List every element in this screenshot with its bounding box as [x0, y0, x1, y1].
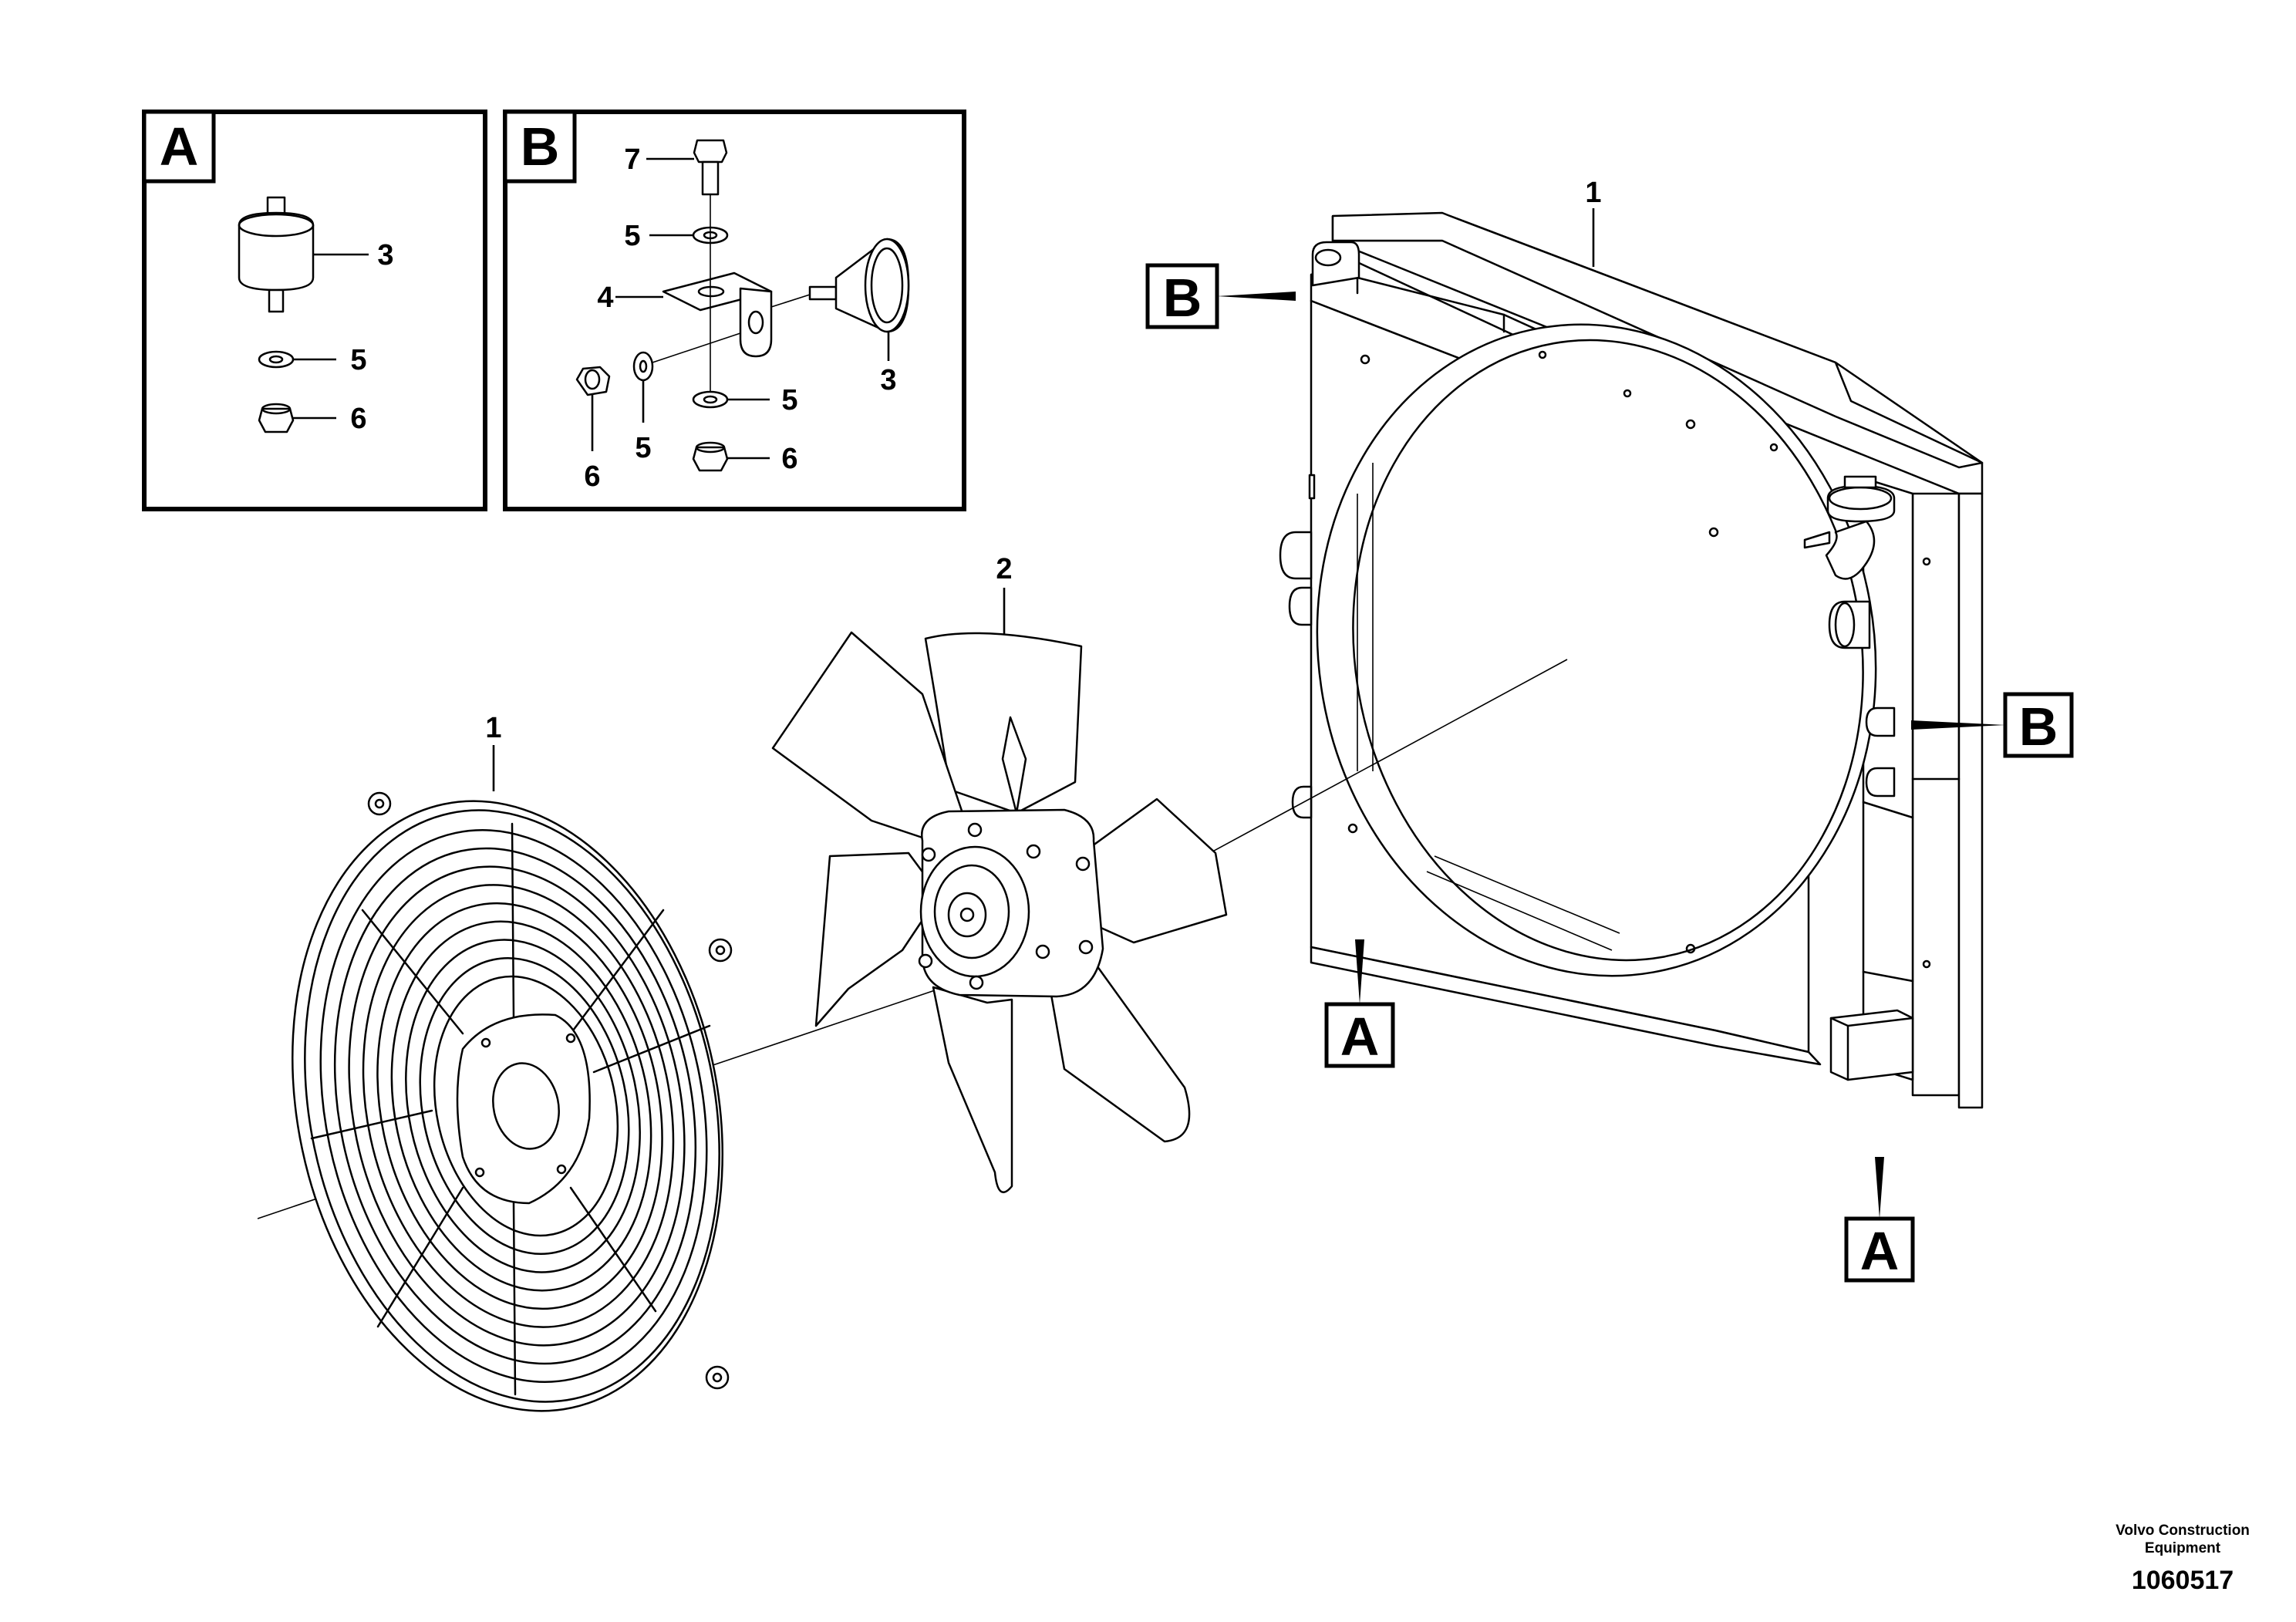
- tank-port-2: [1865, 767, 1896, 798]
- tank-outlet-upper: [1828, 600, 1871, 649]
- svg-text:B: B: [1163, 268, 1202, 328]
- bolt-b: [693, 139, 728, 196]
- callout-b-6-right: 6: [781, 443, 797, 475]
- washer-b-low: [632, 351, 654, 382]
- callout-radiator-1: 1: [1585, 177, 1601, 209]
- detail-view-a: A 3 5 6: [142, 110, 487, 511]
- fan-guard-mounting-tabs: [367, 791, 733, 1390]
- rubber-mount-b: [808, 238, 910, 333]
- callout-guard-1: 1: [485, 712, 501, 744]
- detail-view-a-letter-box: [142, 110, 216, 184]
- fan-blade-lower-right: [1044, 953, 1191, 1143]
- fan-hub-bolts: [918, 822, 1094, 990]
- detail-view-b-letter-box: [503, 110, 577, 184]
- detail-view-b-letter: B: [521, 116, 560, 177]
- footer-figure-number: 1060517: [2132, 1566, 2234, 1595]
- view-marker-b-right: B: [1911, 692, 2074, 758]
- fan-blade-top: [924, 632, 1083, 814]
- fan-guard-center-hole: [492, 1062, 560, 1150]
- svg-text:A: A: [1340, 1007, 1380, 1067]
- callout-b-5-top: 5: [624, 220, 640, 252]
- callout-a-5: 5: [350, 344, 366, 376]
- callout-a-6: 6: [350, 403, 366, 435]
- footer-company-line2: Equipment: [2145, 1540, 2221, 1556]
- tank-port-1: [1865, 706, 1896, 737]
- detail-view-a-frame: [142, 110, 487, 511]
- footer: Volvo Construction Equipment 1060517: [2116, 1523, 2250, 1595]
- shroud-bolt-holes: [1347, 350, 1778, 954]
- bottom-mount-block: [1829, 1009, 1914, 1081]
- callout-a-3: 3: [377, 239, 393, 271]
- fan-assembly: [257, 631, 1568, 1219]
- washer-a: [258, 350, 295, 369]
- footer-company-line1: Volvo Construction: [2116, 1523, 2250, 1539]
- radiator-cap: [1803, 475, 1896, 580]
- svg-text:B: B: [2019, 696, 2058, 757]
- callout-b-7: 7: [624, 143, 640, 176]
- nut-a: [258, 403, 295, 433]
- view-marker-b-top: B: [1145, 263, 1296, 329]
- nut-b-left: [575, 366, 611, 396]
- callout-b-5-low: 5: [635, 432, 651, 464]
- top-left-fitting: [1311, 241, 1360, 287]
- fan-blade-bottom: [932, 986, 1013, 1194]
- callout-fan-2: 2: [996, 553, 1012, 585]
- callout-b-6-left: 6: [584, 460, 600, 493]
- callout-b-4: 4: [597, 282, 613, 314]
- view-marker-a-bottom: A: [1324, 939, 1395, 1068]
- svg-text:A: A: [1860, 1221, 1900, 1281]
- rubber-mount-a: [238, 196, 315, 313]
- fan-guard: [291, 791, 733, 1412]
- bracket-b: [662, 271, 773, 358]
- fan-guard-plate-holes: [474, 1033, 576, 1178]
- fan-guard-struts: [310, 822, 711, 1396]
- radiator-assembly: [1279, 211, 1984, 1109]
- detail-view-b-frame: [503, 110, 966, 511]
- detail-view-b: B 7 5 4 3: [503, 110, 966, 511]
- fan-blade-left: [814, 851, 941, 1027]
- callout-b-3: 3: [880, 364, 896, 396]
- nut-b-right: [692, 441, 729, 472]
- callout-b-5-middle: 5: [781, 384, 797, 416]
- washer-b-middle: [692, 390, 729, 409]
- view-marker-a-bottom-right: A: [1844, 1157, 1915, 1283]
- detail-view-a-letter: A: [160, 116, 199, 177]
